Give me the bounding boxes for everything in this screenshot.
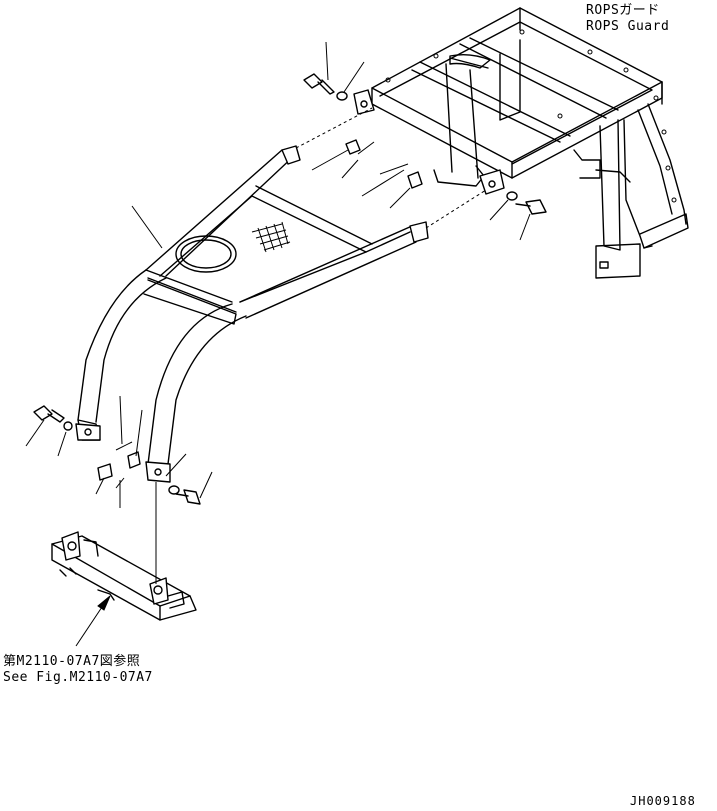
diagram-title: ROPSガード ROPS Guard: [586, 3, 669, 35]
title-english: ROPS Guard: [586, 19, 670, 34]
mesh-grid-icon: [251, 221, 291, 253]
fasteners-lower: [25, 395, 213, 508]
figure-reference: 第M2110-07A7図参照 See Fig.M2110-07A7: [3, 654, 153, 686]
arrow-icon: [75, 595, 111, 647]
reference-english: See Fig.M2110-07A7: [3, 670, 153, 685]
front-guard-frame: [75, 145, 429, 483]
mount-bracket: [51, 482, 197, 621]
title-japanese: ROPSガード: [586, 3, 660, 18]
drawing-code: JH009188: [630, 794, 696, 808]
rops-frame: [353, 7, 689, 279]
reference-japanese: 第M2110-07A7図参照: [3, 654, 141, 669]
fasteners-upper: [295, 41, 547, 241]
